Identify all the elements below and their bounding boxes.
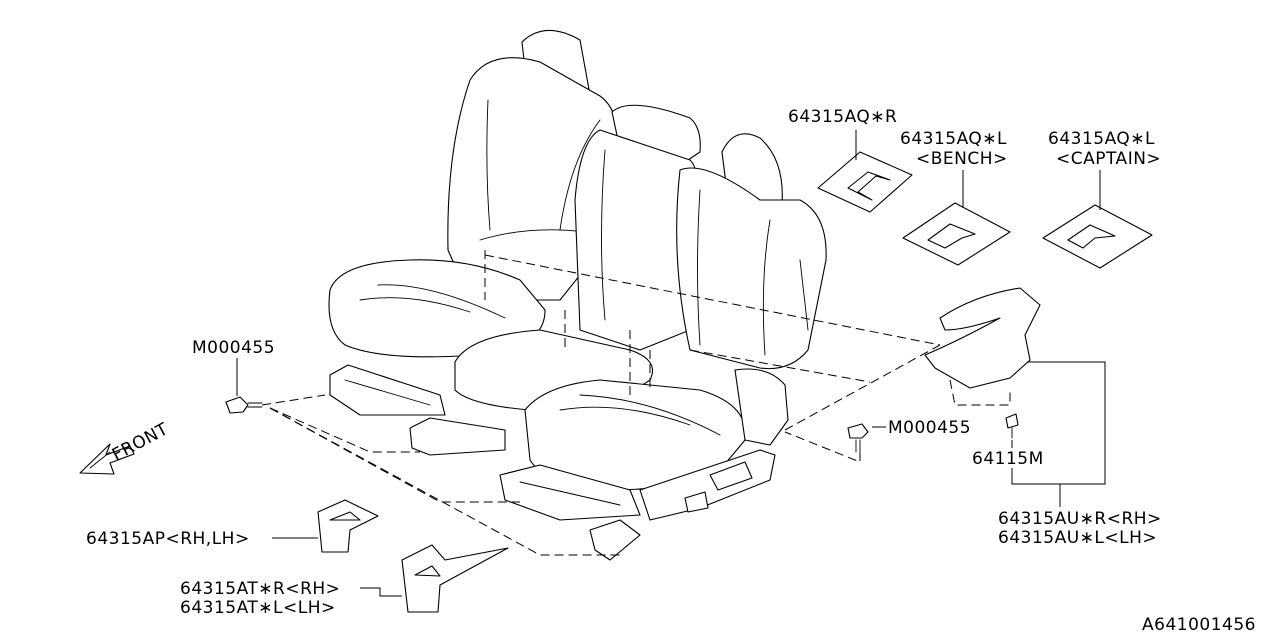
label-captain: <CAPTAIN> [1056, 149, 1161, 169]
seat-cover-64315AQ-L-bench [902, 202, 1011, 266]
right-backrest [676, 167, 827, 370]
label-64315AU-L: 64315AU∗L<LH> [998, 528, 1157, 548]
seat-cover-64315AQ-R [817, 151, 913, 213]
cover-64315AT [401, 544, 509, 613]
seat-cover-64315AQ-L-captain [1042, 204, 1153, 269]
rear-seat-assembly [328, 29, 827, 561]
cover-64315AU [924, 287, 1041, 389]
label-64315AU-R: 64315AU∗R<RH> [998, 509, 1162, 529]
label-64315AT-R: 64315AT∗R<RH> [180, 579, 340, 599]
label-bolt-left: M000455 [192, 338, 275, 358]
cover-64315AP [317, 499, 379, 553]
label-64315AQ-L-bench: 64315AQ∗L [900, 129, 1007, 149]
bolt-m000455-right [847, 423, 869, 453]
center-headrest [611, 104, 701, 161]
bolt-m000455-left [225, 396, 263, 414]
label-64315AQ-L-captain: 64315AQ∗L [1048, 129, 1155, 149]
left-seat-frame [329, 364, 446, 416]
label-clip: 64115M [972, 449, 1044, 469]
front-direction-arrow: FRONT [79, 419, 172, 475]
label-64315AT-L: 64315AT∗L<LH> [180, 598, 336, 618]
front-label: FRONT [109, 419, 172, 465]
center-backrest [574, 129, 699, 351]
label-64315AQ-R: 64315AQ∗R [788, 107, 897, 127]
label-bench: <BENCH> [916, 149, 1008, 169]
diagram-id: A641001456 [1142, 615, 1256, 635]
leader-lines [236, 130, 1106, 597]
clip-64115M [1005, 413, 1019, 439]
label-64315AP: 64315AP<RH,LH> [86, 529, 250, 549]
label-bolt-right: M000455 [888, 418, 971, 438]
left-seat-cushion [328, 259, 546, 358]
reference-lines [261, 250, 941, 556]
right-seat-frame [499, 464, 641, 521]
